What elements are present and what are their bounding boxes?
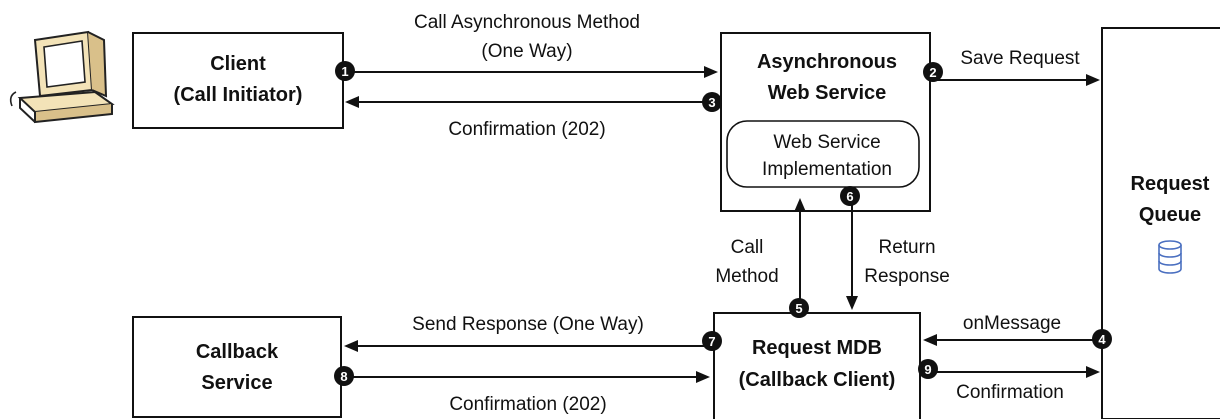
step-badge-8: 8 <box>334 366 354 386</box>
arrow-confirmation-bottom <box>343 371 710 383</box>
svg-text:5: 5 <box>795 301 802 316</box>
svg-text:4: 4 <box>1098 332 1106 347</box>
arrow-confirmation-queue <box>922 366 1100 378</box>
client-subtitle: (Call Initiator) <box>174 84 303 106</box>
label-confirmation: Confirmation <box>956 382 1064 403</box>
arrow-call-method <box>794 198 806 308</box>
svg-text:6: 6 <box>846 189 853 204</box>
impl-subtitle: Implementation <box>762 159 892 180</box>
step-badge-7: 7 <box>702 331 722 351</box>
svg-text:3: 3 <box>708 95 715 110</box>
step-badge-1: 1 <box>335 61 355 81</box>
step-badge-9: 9 <box>918 359 938 379</box>
queue-subtitle: Queue <box>1139 204 1201 226</box>
step-badge-5: 5 <box>789 298 809 318</box>
callback-subtitle: Service <box>201 372 272 394</box>
label-call-async-2: (One Way) <box>481 41 572 62</box>
async-subtitle: Web Service <box>768 82 887 104</box>
request-mdb-box <box>713 312 921 419</box>
impl-title: Web Service <box>773 132 880 153</box>
arrow-confirmation-top <box>345 96 708 108</box>
arrow-call-async <box>346 66 718 78</box>
mdb-subtitle: (Callback Client) <box>739 369 896 391</box>
web-service-implementation-box <box>726 120 920 188</box>
step-badge-3: 3 <box>702 92 722 112</box>
computer-icon <box>9 30 115 124</box>
label-call-async-1: Call Asynchronous Method <box>414 12 640 33</box>
svg-text:1: 1 <box>341 64 348 79</box>
svg-text:9: 9 <box>924 362 931 377</box>
label-return-response-1: Return <box>878 237 935 258</box>
database-icon <box>1158 240 1182 274</box>
arrow-return-response <box>846 205 858 310</box>
async-title: Asynchronous <box>757 51 897 73</box>
arrow-save-request <box>932 74 1100 86</box>
label-call-method-1: Call <box>731 237 764 258</box>
label-save-request: Save Request <box>960 48 1080 69</box>
label-on-message: onMessage <box>963 313 1061 334</box>
step-badge-4: 4 <box>1092 329 1112 349</box>
queue-title: Request <box>1131 173 1210 195</box>
callback-service-box <box>132 316 342 418</box>
svg-text:8: 8 <box>340 369 347 384</box>
arrow-on-message <box>923 334 1100 346</box>
callback-title: Callback <box>196 341 279 363</box>
client-title: Client <box>210 53 266 75</box>
mdb-title: Request MDB <box>752 337 882 359</box>
arrow-send-response <box>344 340 710 352</box>
step-badge-6: 6 <box>840 186 860 206</box>
svg-text:7: 7 <box>708 334 715 349</box>
step-badge-2: 2 <box>923 62 943 82</box>
request-queue-box <box>1101 27 1220 419</box>
label-confirmation-bottom: Confirmation (202) <box>449 394 606 415</box>
label-call-method-2: Method <box>715 266 778 287</box>
label-send-response: Send Response (One Way) <box>412 314 644 335</box>
client-box <box>132 32 344 129</box>
label-confirmation-top: Confirmation (202) <box>448 119 605 140</box>
svg-text:2: 2 <box>929 65 936 80</box>
label-return-response-2: Response <box>864 266 950 287</box>
